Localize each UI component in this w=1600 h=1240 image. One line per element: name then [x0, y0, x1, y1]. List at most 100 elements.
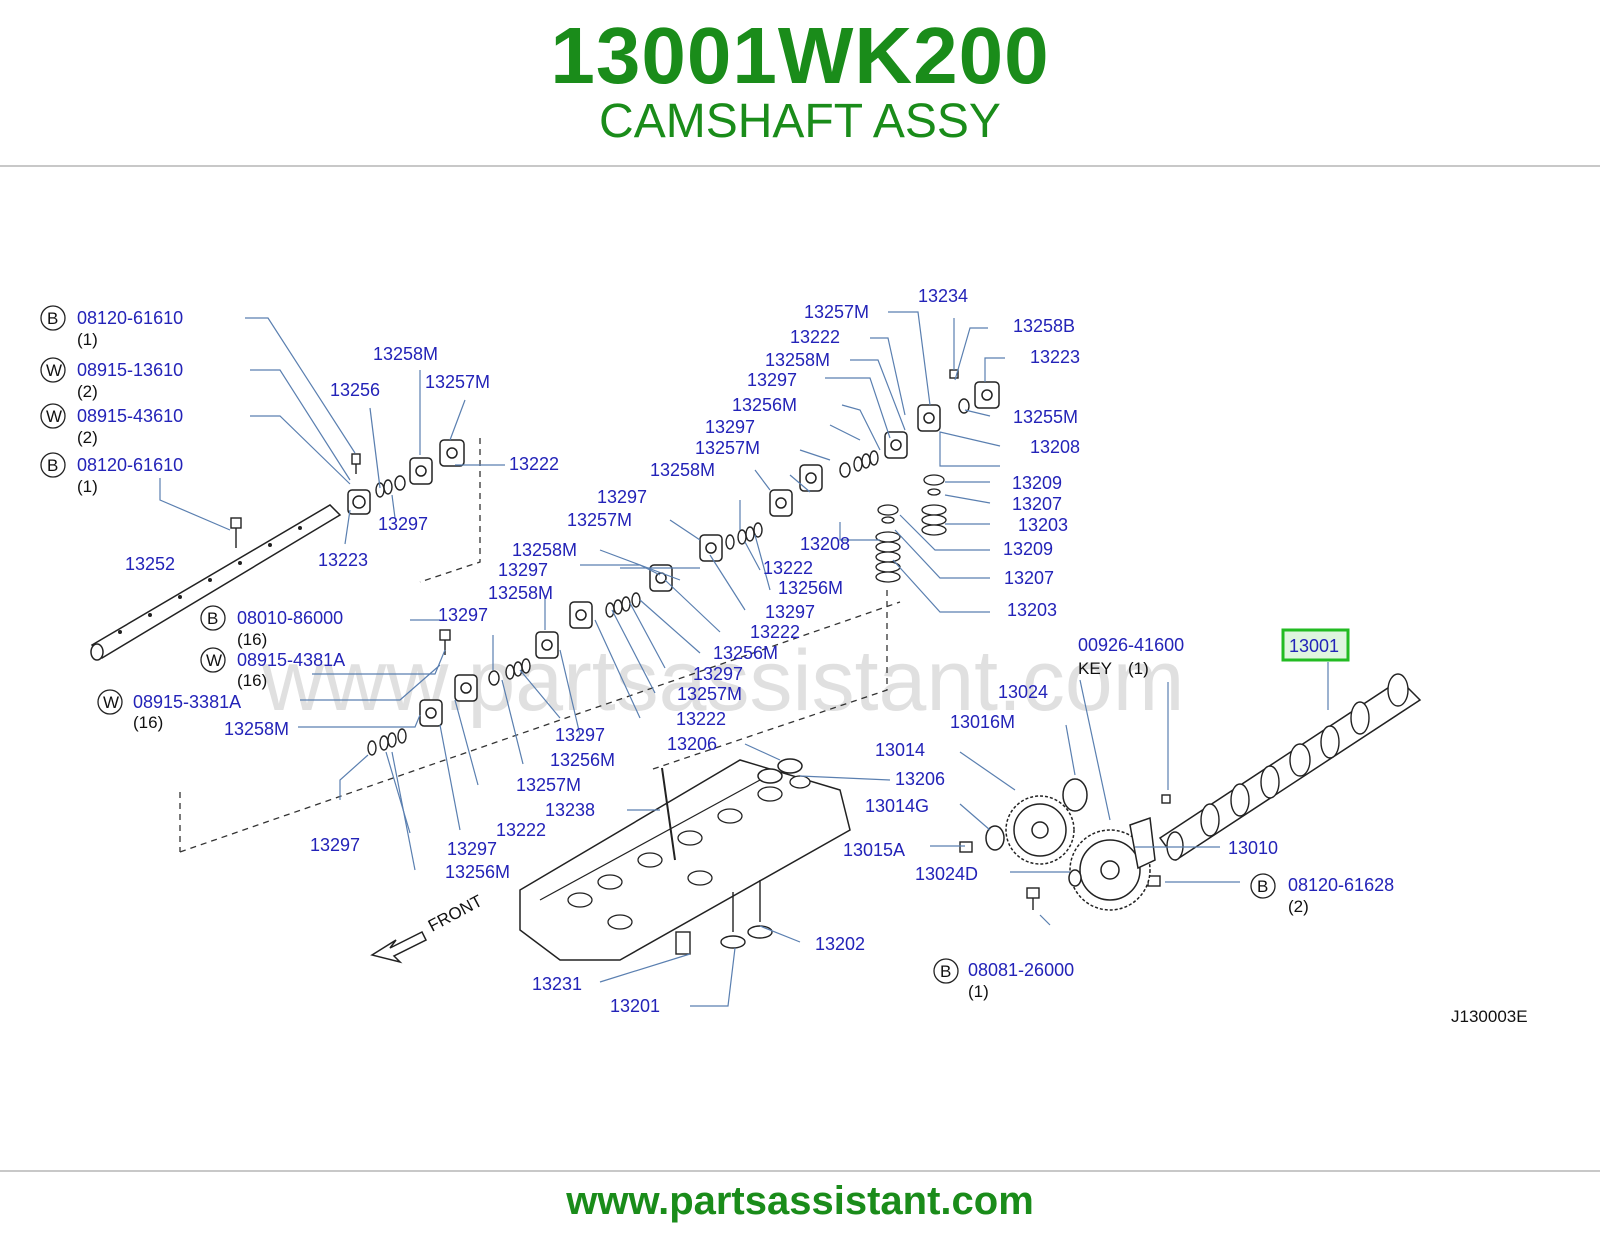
valves: [675, 880, 773, 955]
callout-08081-26000[interactable]: 08081-26000: [968, 960, 1074, 980]
callout-13010[interactable]: 13010: [1228, 838, 1278, 858]
callout-13252[interactable]: 13252: [125, 554, 175, 574]
quantity: (16): [237, 630, 267, 649]
callout-13015a[interactable]: 13015A: [843, 840, 905, 860]
callout-00926-41600[interactable]: 00926-41600: [1078, 635, 1184, 655]
callout-13257m[interactable]: 13257M: [425, 372, 490, 392]
callout-13297[interactable]: 13297: [438, 605, 488, 625]
callout-13258m[interactable]: 13258M: [765, 350, 830, 370]
badge-w: W: [206, 651, 222, 670]
callout-13222[interactable]: 13222: [509, 454, 559, 474]
callout-13258m[interactable]: 13258M: [224, 719, 289, 739]
callout-13258m[interactable]: 13258M: [488, 583, 553, 603]
footer-website-url[interactable]: www.partsassistant.com: [566, 1179, 1034, 1223]
callout-13258m[interactable]: 13258M: [512, 540, 577, 560]
callout-08120-61610[interactable]: 08120-61610: [77, 455, 183, 475]
part-name-subtitle: CAMSHAFT ASSY: [599, 95, 1001, 148]
quantity: (1): [968, 982, 989, 1001]
quantity: (1): [1128, 659, 1149, 678]
badge-b: B: [1257, 877, 1268, 896]
callout-13256m[interactable]: 13256M: [732, 395, 797, 415]
callout-13256[interactable]: 13256: [330, 380, 380, 400]
callout-13024d[interactable]: 13024D: [915, 864, 978, 884]
callout-13202[interactable]: 13202: [815, 934, 865, 954]
callout-13257m[interactable]: 13257M: [677, 684, 742, 704]
callout-13209[interactable]: 13209: [1012, 473, 1062, 493]
quantity: (2): [77, 428, 98, 447]
callout-08915-43610[interactable]: 08915-43610: [77, 406, 183, 426]
leader-lines: [159, 311, 1329, 1007]
callout-13222[interactable]: 13222: [496, 820, 546, 840]
page-header: 13001WK200 CAMSHAFT ASSY: [0, 0, 1600, 168]
callout-13257m[interactable]: 13257M: [567, 510, 632, 530]
springs-and-washers: [367, 398, 970, 756]
callout-13207[interactable]: 13207: [1012, 494, 1062, 514]
callout-13203[interactable]: 13203: [1007, 600, 1057, 620]
callout-13256m[interactable]: 13256M: [713, 643, 778, 663]
callout-13297[interactable]: 13297: [498, 560, 548, 580]
callout-08120-61628[interactable]: 08120-61628: [1288, 875, 1394, 895]
callout-13258b[interactable]: 13258B: [1013, 316, 1075, 336]
callout-13257m[interactable]: 13257M: [804, 302, 869, 322]
callout-13238[interactable]: 13238: [545, 800, 595, 820]
idler-gear: [1069, 829, 1151, 911]
callout-13203[interactable]: 13203: [1018, 515, 1068, 535]
quantity: (1): [77, 330, 98, 349]
quantity: (2): [1288, 897, 1309, 916]
callout-13014g[interactable]: 13014G: [865, 796, 929, 816]
callout-13222[interactable]: 13222: [763, 558, 813, 578]
camshaft: [1158, 673, 1422, 862]
callout-13297[interactable]: 13297: [765, 602, 815, 622]
drawing-code: J130003E: [1451, 1007, 1528, 1026]
callout-13223[interactable]: 13223: [318, 550, 368, 570]
cylinder-head: [519, 758, 851, 961]
callout-13014[interactable]: 13014: [875, 740, 925, 760]
callout-13209[interactable]: 13209: [1003, 539, 1053, 559]
callout-13255m[interactable]: 13255M: [1013, 407, 1078, 427]
callout-13297[interactable]: 13297: [747, 370, 797, 390]
callout-08915-13610[interactable]: 08915-13610: [77, 360, 183, 380]
badge-b: B: [940, 962, 951, 981]
callout-13016m[interactable]: 13016M: [950, 712, 1015, 732]
callout-13256m[interactable]: 13256M: [445, 862, 510, 882]
callout-13258m[interactable]: 13258M: [373, 344, 438, 364]
callout-13024[interactable]: 13024: [998, 682, 1048, 702]
badge-b: B: [207, 609, 218, 628]
badge-w: W: [103, 693, 119, 712]
callout-13222[interactable]: 13222: [750, 622, 800, 642]
callout-13207[interactable]: 13207: [1004, 568, 1054, 588]
front-label: FRONT: [425, 891, 486, 935]
callout-13297[interactable]: 13297: [447, 839, 497, 859]
callout-13001[interactable]: 13001: [1289, 636, 1339, 656]
rocker-shaft-guide-upper-right: [419, 438, 481, 583]
valve-guide-dashed: [649, 590, 888, 771]
callout-13206[interactable]: 13206: [667, 734, 717, 754]
callout-13231[interactable]: 13231: [532, 974, 582, 994]
callout-13256m[interactable]: 13256M: [778, 578, 843, 598]
callout-13257m[interactable]: 13257M: [516, 775, 581, 795]
callout-13206[interactable]: 13206: [895, 769, 945, 789]
callout-13297[interactable]: 13297: [693, 664, 743, 684]
callout-13297[interactable]: 13297: [597, 487, 647, 507]
badge-w: W: [46, 407, 62, 426]
callout-13222[interactable]: 13222: [676, 709, 726, 729]
callout-08120-61610[interactable]: 08120-61610: [77, 308, 183, 328]
callout-13297[interactable]: 13297: [310, 835, 360, 855]
callout-13234[interactable]: 13234: [918, 286, 968, 306]
callout-13256m[interactable]: 13256M: [550, 750, 615, 770]
callout-13297[interactable]: 13297: [378, 514, 428, 534]
callout-13201[interactable]: 13201: [610, 996, 660, 1016]
callout-13223[interactable]: 13223: [1030, 347, 1080, 367]
callout-13208[interactable]: 13208: [800, 534, 850, 554]
quantity: (16): [133, 713, 163, 732]
highlight-box: [1281, 628, 1350, 662]
callout-08915-3381a[interactable]: 08915-3381A: [133, 692, 241, 712]
callout-13297[interactable]: 13297: [555, 725, 605, 745]
callout-13222[interactable]: 13222: [790, 327, 840, 347]
callout-08010-86000[interactable]: 08010-86000: [237, 608, 343, 628]
callout-08915-4381a[interactable]: 08915-4381A: [237, 650, 345, 670]
callout-13257m[interactable]: 13257M: [695, 438, 760, 458]
callout-13208[interactable]: 13208: [1030, 437, 1080, 457]
callout-13258m[interactable]: 13258M: [650, 460, 715, 480]
callout-13297[interactable]: 13297: [705, 417, 755, 437]
